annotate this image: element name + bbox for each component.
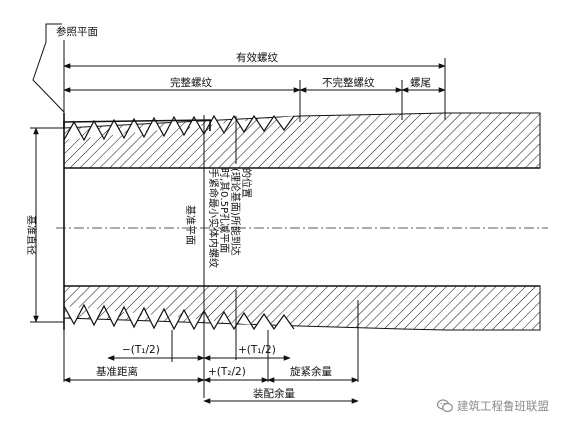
tol-plus-t2-label: +(T₂/2)	[208, 366, 246, 378]
tol-minus-t1-label: −(T₁/2)	[122, 344, 160, 356]
position-note: 手紧命最小实体内螺纹 时,其0.5P孔减平面 (理论基面)所能到达 的位置	[207, 116, 253, 360]
incomplete-thread-label: 不完整螺纹	[322, 76, 375, 89]
tol-plus-t1-label: +(T₁/2)	[238, 344, 276, 356]
base-plane-label: 基准平面	[184, 205, 197, 245]
wechat-icon	[437, 399, 453, 413]
base-distance-label: 基准距离	[96, 365, 138, 378]
complete-thread-label: 完整螺纹	[170, 76, 212, 89]
note-line-1: 手紧命最小实体内螺纹	[207, 168, 220, 268]
watermark-text: 建筑工程鲁班联盟	[457, 399, 549, 413]
reference-plane-label: 参照平面	[56, 25, 98, 38]
note-line-2: 时,其0.5P孔减平面	[218, 168, 230, 253]
pipe-lower-wall	[63, 285, 541, 331]
watermark: 建筑工程鲁班联盟	[437, 398, 549, 414]
thread-tail-label: 螺尾	[410, 77, 431, 89]
distance-dimensions: 基准距离 +(T₂/2) 旋紧余量	[63, 365, 359, 383]
thread-segments-dimension: 完整螺纹 不完整螺纹 螺尾	[63, 76, 446, 122]
effective-thread-label: 有效螺纹	[236, 51, 278, 64]
tolerance-dimensions: −(T₁/2) +(T₁/2)	[107, 344, 291, 361]
base-diameter-dimension: 基准直径	[25, 127, 64, 323]
base-diameter-label: 基准直径	[25, 215, 38, 255]
base-plane: 基准平面	[184, 115, 205, 398]
assembly-allowance-label: 装配余量	[253, 387, 295, 400]
tightening-allowance-label: 旋紧余量	[290, 365, 332, 378]
reference-plane-annotation: 参照平面	[32, 23, 98, 330]
note-line-3: (理论基面)所能到达	[229, 168, 242, 256]
effective-thread-dimension: 有效螺纹	[63, 51, 446, 120]
assembly-allowance-dimension: 装配余量	[203, 387, 359, 404]
note-line-4: 的位置	[240, 168, 253, 198]
